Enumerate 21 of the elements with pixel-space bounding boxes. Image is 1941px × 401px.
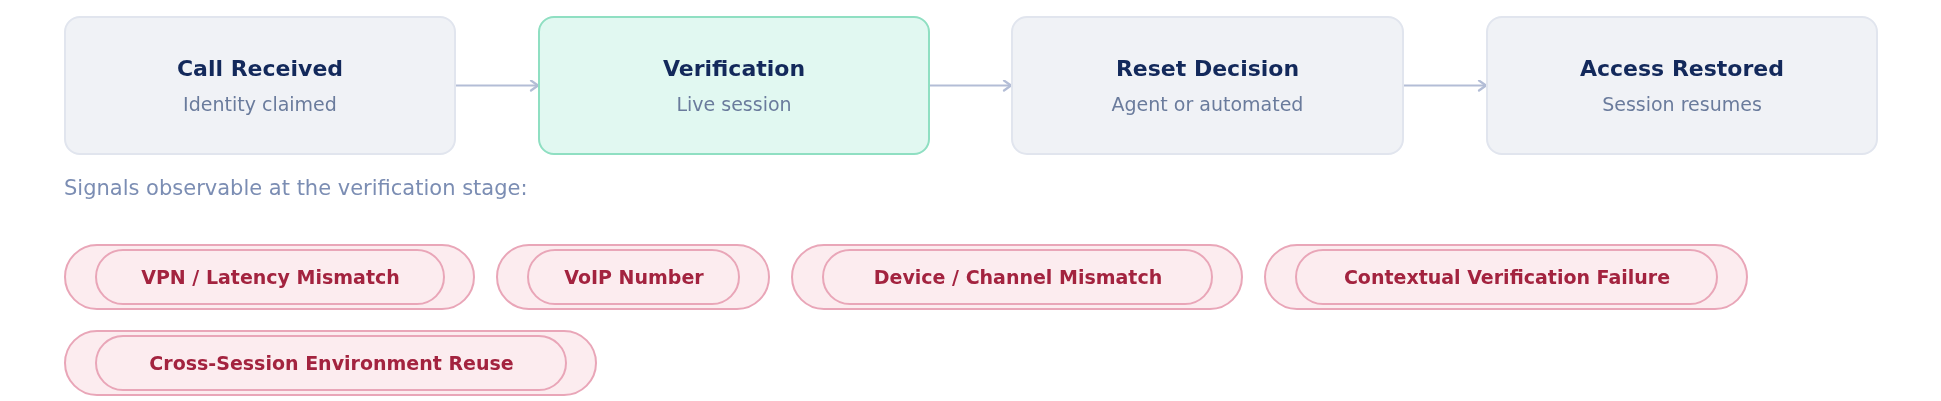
section-label: Signals observable at the verification stage: xyxy=(64,176,528,200)
stage-title: Access Restored xyxy=(1580,56,1784,81)
arrow xyxy=(928,79,1013,92)
signal-label: VoIP Number xyxy=(564,266,704,288)
stage-title: Verification xyxy=(662,56,806,81)
arrow xyxy=(454,79,540,92)
stage-box xyxy=(64,16,456,155)
signal-label: Device / Channel Mismatch xyxy=(873,266,1163,288)
stage-subtitle: Agent or automated xyxy=(1111,93,1304,115)
signal-label: Contextual Verification Failure xyxy=(1343,266,1671,288)
stage-subtitle: Session resumes xyxy=(1602,93,1762,115)
stage-subtitle: Live session xyxy=(676,93,792,115)
signal-label: Cross-Session Environment Reuse xyxy=(149,352,514,374)
stage-title: Call Received xyxy=(176,56,344,81)
stage-subtitle: Identity claimed xyxy=(183,93,337,115)
arrow xyxy=(1402,79,1488,92)
stage-box xyxy=(1486,16,1878,155)
stage-title: Reset Decision xyxy=(1115,56,1300,81)
stage-box xyxy=(538,16,930,155)
signal-label: VPN / Latency Mismatch xyxy=(141,266,400,288)
stage-box xyxy=(1011,16,1404,155)
